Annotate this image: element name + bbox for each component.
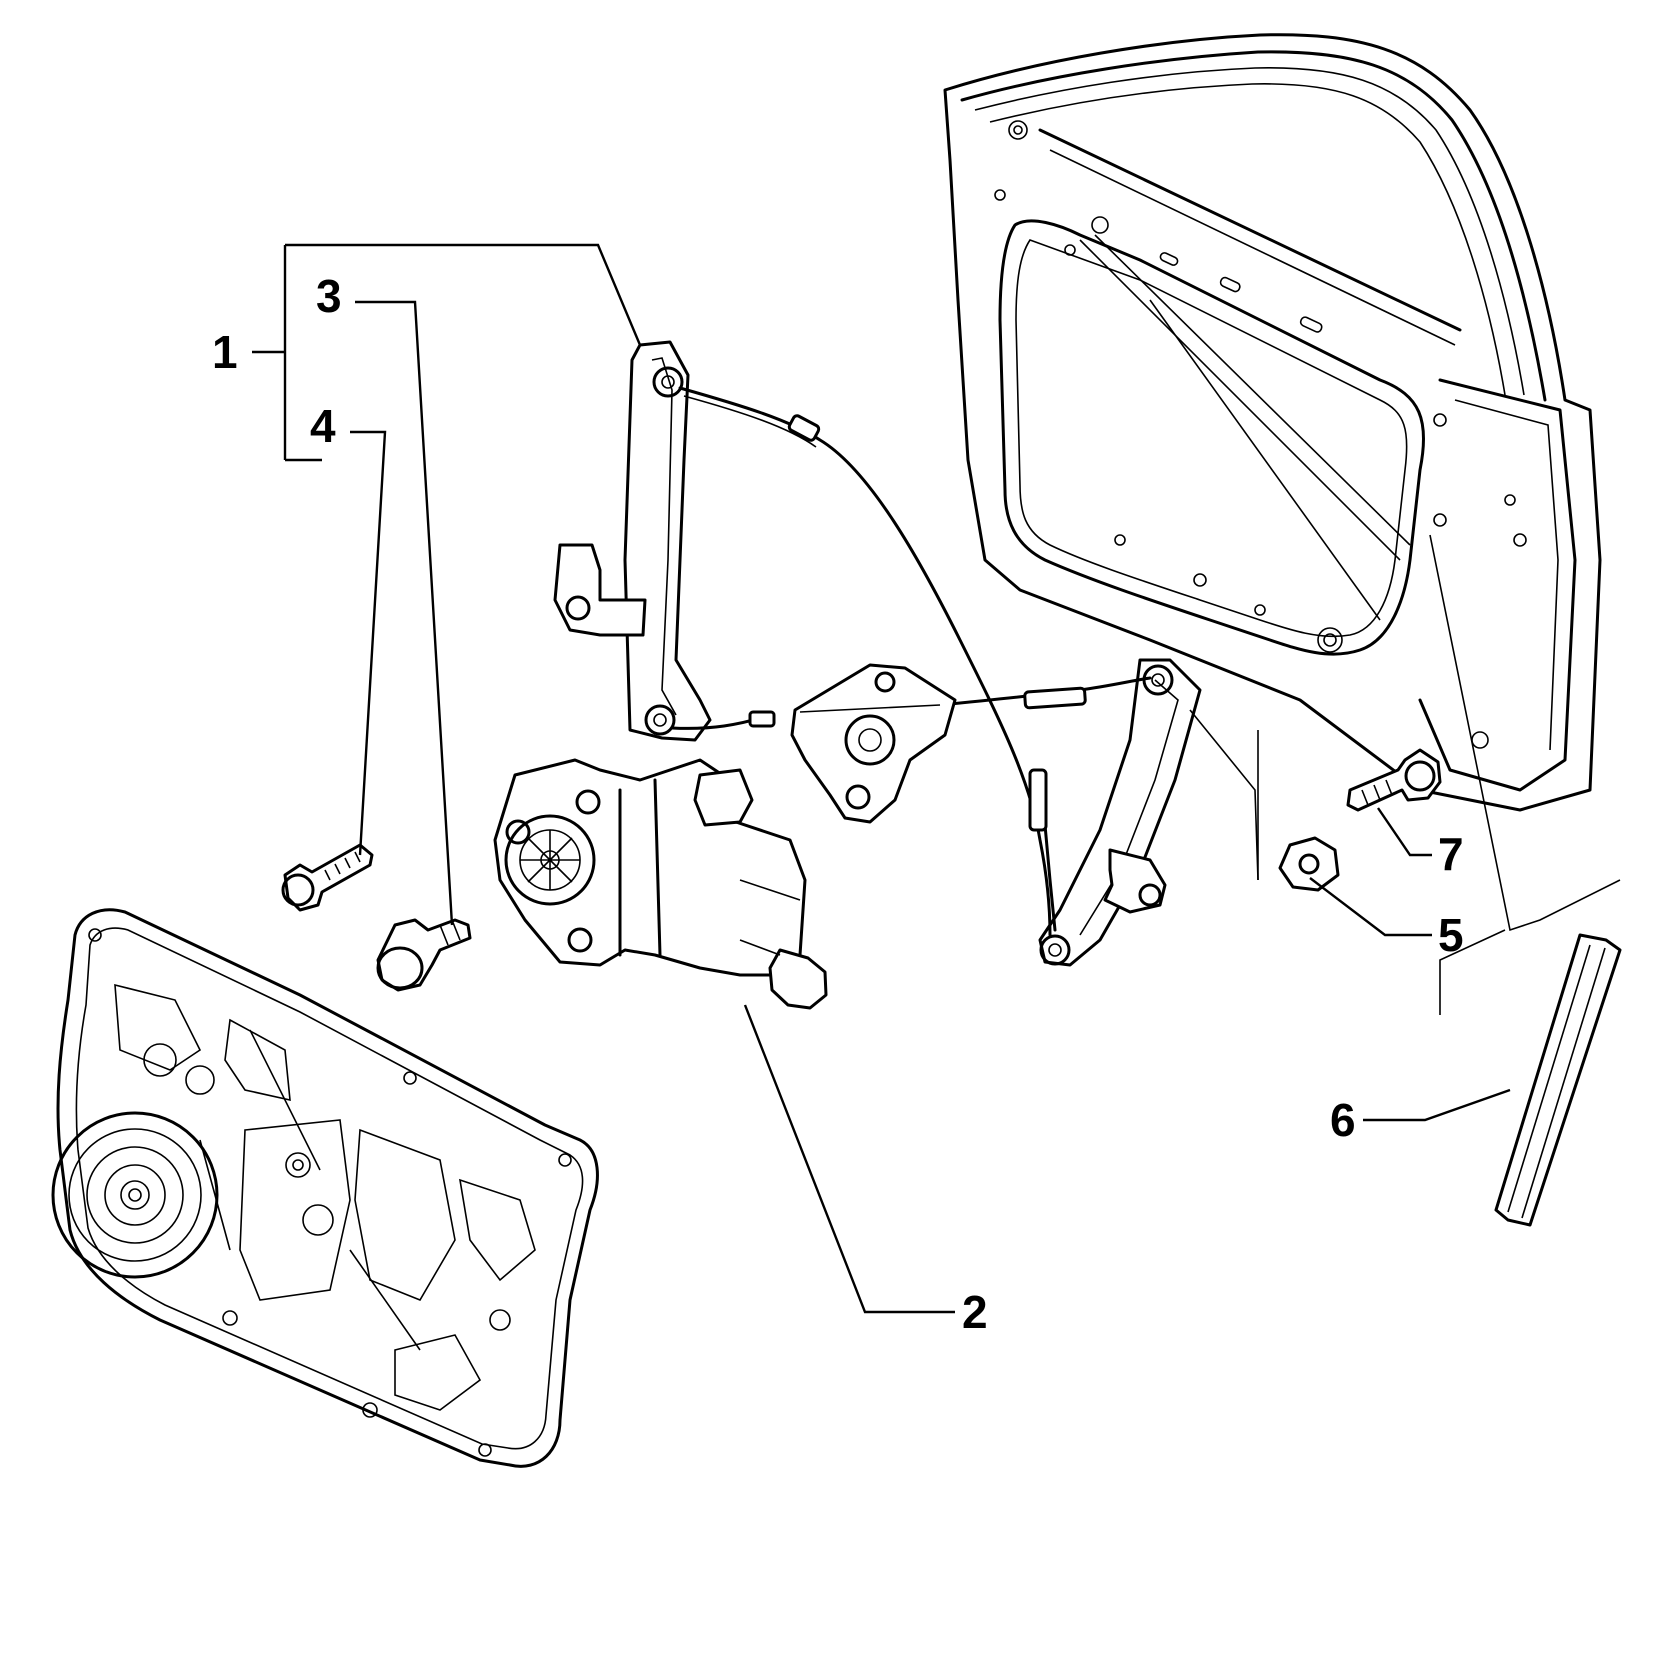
bolt-part-4 xyxy=(281,843,374,912)
callout-3: 3 xyxy=(316,270,342,322)
callout-4: 4 xyxy=(310,400,336,452)
leader-4 xyxy=(350,430,387,856)
callout-labels: 1 2 3 4 5 6 7 xyxy=(212,270,1464,1338)
callout-1: 1 xyxy=(212,326,238,378)
screw-part-3 xyxy=(376,918,472,992)
leader-2 xyxy=(743,1004,955,1314)
door-shell xyxy=(943,33,1602,812)
leader-1 xyxy=(252,243,642,462)
door-inner-panel xyxy=(51,908,599,1468)
nut-part-5 xyxy=(1278,836,1340,892)
reference-lines xyxy=(1189,534,1621,1015)
callout-6: 6 xyxy=(1330,1094,1356,1146)
window-channel-part-6 xyxy=(1494,933,1622,1227)
leader-lines xyxy=(252,243,1511,1314)
leader-5 xyxy=(1309,877,1432,937)
callout-2: 2 xyxy=(962,1286,988,1338)
leader-3 xyxy=(355,300,454,926)
window-regulator xyxy=(553,340,1202,967)
callout-5: 5 xyxy=(1438,909,1464,961)
callout-7: 7 xyxy=(1438,828,1464,880)
bolt-part-7 xyxy=(1346,748,1442,812)
leader-7 xyxy=(1377,807,1432,857)
leader-6 xyxy=(1363,1088,1511,1122)
window-motor xyxy=(493,758,828,1010)
